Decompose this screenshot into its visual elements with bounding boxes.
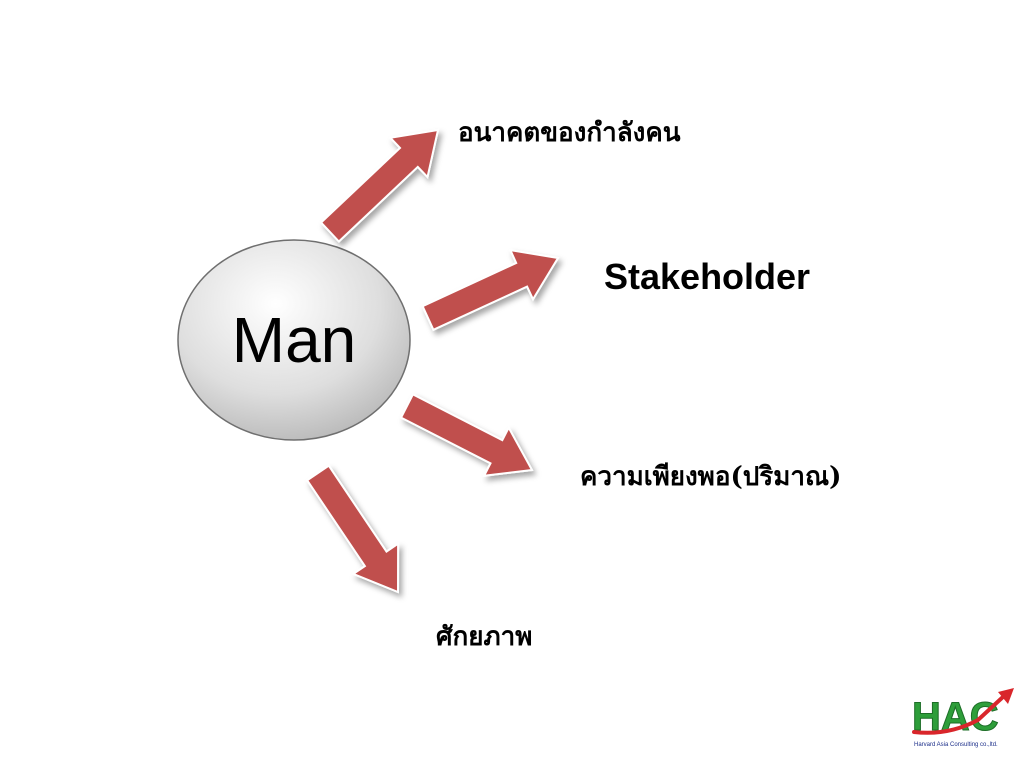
node-label-potential: ศักยภาพ — [436, 622, 533, 652]
node-label-future: อนาคตของกำลังคน — [458, 118, 681, 148]
hac-logo: HAC — [912, 688, 1014, 740]
arrow-to-potential — [305, 464, 400, 594]
node-label-sufficiency: ความเพียงพอ(ปริมาณ) — [580, 462, 842, 492]
arrow-group — [305, 128, 560, 594]
arrow-to-future — [319, 128, 440, 243]
node-label-stakeholder: Stakeholder — [604, 256, 811, 297]
arrow-to-sufficiency — [399, 393, 534, 478]
center-circle — [177, 239, 411, 441]
arrow-to-stakeholder — [421, 248, 560, 332]
center-label: Man — [231, 304, 357, 376]
logo-caption: Harvard Asia Consulting co.,ltd. — [914, 742, 998, 748]
